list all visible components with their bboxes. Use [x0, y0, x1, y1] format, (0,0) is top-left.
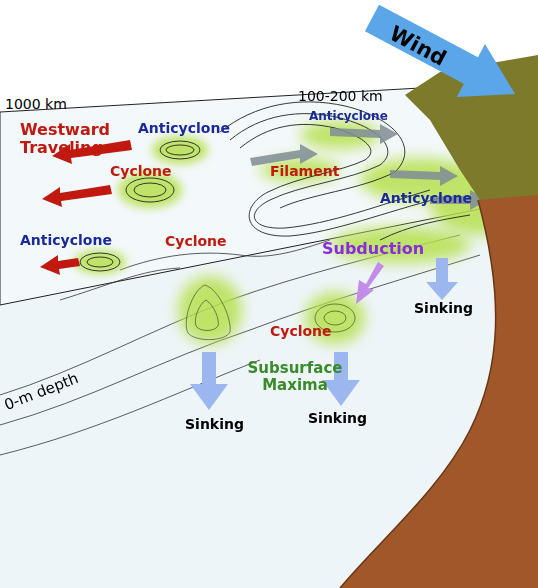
scale-label: 100-200 km: [298, 88, 383, 104]
sinking-arrows: [190, 258, 458, 410]
feature-label: Subsurface Maxima: [245, 360, 345, 395]
depth-contours: [0, 235, 480, 455]
scale-label: 1000 km: [5, 96, 67, 112]
motion-label: Westward Traveling: [20, 121, 130, 158]
eddy-label: Cyclone: [270, 323, 332, 339]
process-label: Sinking: [414, 300, 473, 316]
subduction-arrow: [356, 262, 384, 304]
feature-label: Filament: [270, 163, 339, 179]
subsurface-eddies: [186, 285, 355, 340]
eddy-label: Anticyclone: [138, 120, 230, 136]
eddy-label: Anticyclone: [309, 110, 388, 124]
wind-arrow: [358, 0, 529, 121]
process-label: Subduction: [322, 240, 424, 258]
process-label: Sinking: [308, 410, 367, 426]
eddy-label: Cyclone: [110, 163, 172, 179]
eddy-contours: [80, 102, 470, 271]
process-label: Sinking: [185, 416, 244, 432]
eddy-label: Anticyclone: [380, 190, 472, 206]
eddy-label: Anticyclone: [20, 232, 112, 248]
eddy-label: Cyclone: [165, 233, 227, 249]
westward-arrows: [40, 140, 132, 275]
